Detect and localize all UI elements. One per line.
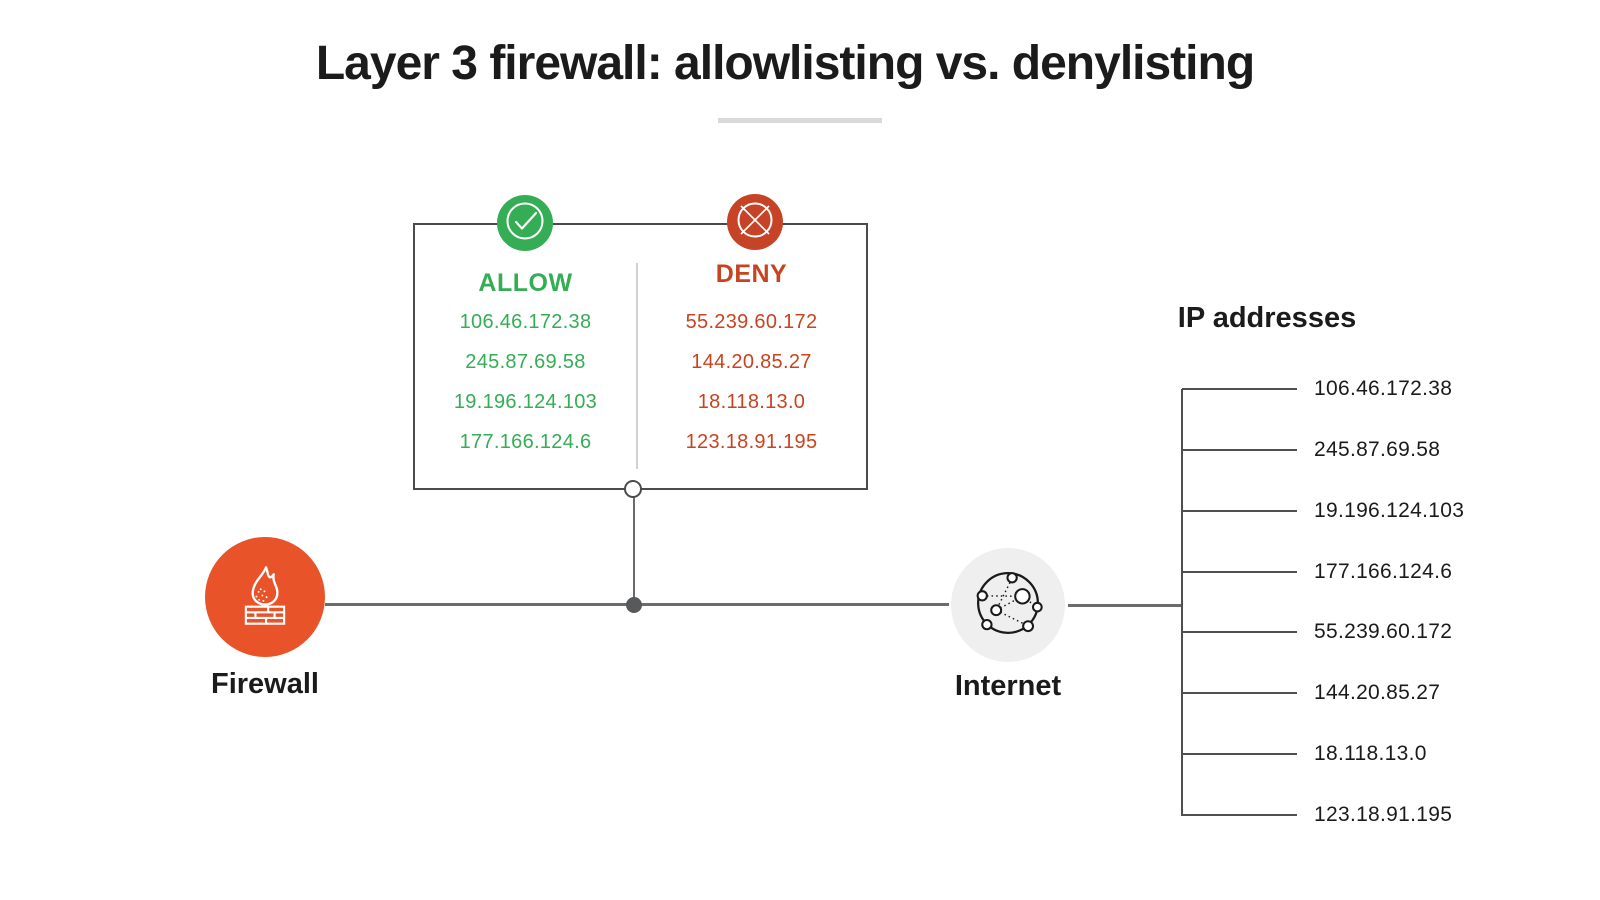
box-to-line-connector [632, 497, 635, 605]
allow-ip-address: 245.87.69.58 [465, 351, 586, 373]
allow-ip-address: 19.196.124.103 [453, 391, 598, 413]
ip-connector-line [1182, 813, 1297, 816]
firewall-rules-box: ALLOW DENY 106.46.172.38 245.87.69.58 19.1… [413, 223, 868, 490]
network-globe-icon [973, 568, 1043, 643]
deny-column-header: DENY [715, 260, 788, 288]
title-underline-decoration [718, 118, 882, 123]
ip-connector-line [1182, 692, 1297, 695]
ip-list-row: 177.166.124.6 [1182, 541, 1464, 602]
deny-ip-address: 123.18.91.195 [685, 431, 818, 453]
internet-iplist-line [1068, 604, 1182, 607]
deny-badge [727, 194, 783, 250]
ip-list-row: 144.20.85.27 [1182, 663, 1464, 724]
ip-address-label: 177.166.124.6 [1314, 559, 1453, 583]
allow-column-header: ALLOW [478, 269, 573, 297]
ip-address-label: 123.18.91.195 [1314, 802, 1453, 826]
ip-list-row: 55.239.60.172 [1182, 602, 1464, 663]
internet-label: Internet [954, 670, 1062, 702]
deny-ip-address: 18.118.13.0 [697, 391, 806, 413]
firewall-node [205, 537, 325, 657]
check-circle-icon [497, 193, 553, 254]
column-divider [636, 263, 638, 469]
allow-ip-list: 106.46.172.38 245.87.69.58 19.196.124.103 1… [415, 302, 636, 462]
deny-ip-list: 55.239.60.172 144.20.85.27 18.118.13.0 123.… [638, 302, 865, 462]
ip-connector-line [1182, 753, 1297, 756]
ip-connector-line [1182, 448, 1297, 451]
deny-ip-address: 144.20.85.27 [691, 351, 812, 373]
ip-list-row: 123.18.91.195 [1182, 785, 1464, 846]
line-junction-dot [626, 597, 642, 613]
firewall-label: Firewall [211, 668, 319, 700]
allow-ip-address: 177.166.124.6 [459, 431, 592, 453]
allow-badge [497, 195, 553, 251]
ip-address-label: 245.87.69.58 [1314, 437, 1441, 461]
ip-list-row: 106.46.172.38 [1182, 359, 1464, 420]
internet-node [951, 548, 1065, 662]
ip-address-label: 18.118.13.0 [1314, 742, 1427, 766]
ip-connector-line [1182, 509, 1297, 512]
ip-list-row: 245.87.69.58 [1182, 419, 1464, 480]
firewall-flame-brick-icon [231, 561, 299, 634]
ip-address-label: 106.46.172.38 [1314, 376, 1453, 400]
ip-address-label: 19.196.124.103 [1314, 498, 1465, 522]
ip-list: 106.46.172.38 245.87.69.58 19.196.124.10… [1182, 359, 1464, 846]
cross-circle-icon [727, 192, 783, 253]
ip-list-heading: IP addresses [1177, 302, 1357, 334]
ip-list-row: 19.196.124.103 [1182, 480, 1464, 541]
box-connector-hollow-dot [624, 480, 642, 498]
ip-connector-line [1182, 631, 1297, 634]
ip-connector-line [1182, 387, 1297, 390]
ip-connector-line [1182, 570, 1297, 573]
ip-address-label: 55.239.60.172 [1314, 620, 1453, 644]
allow-ip-address: 106.46.172.38 [459, 311, 592, 333]
ip-list-row: 18.118.13.0 [1182, 724, 1464, 785]
ip-list-bracket-line [1181, 389, 1183, 816]
page-title: Layer 3 firewall: allowlisting vs. denyl… [315, 37, 1255, 90]
deny-ip-address: 55.239.60.172 [685, 311, 818, 333]
ip-address-label: 144.20.85.27 [1314, 681, 1441, 705]
